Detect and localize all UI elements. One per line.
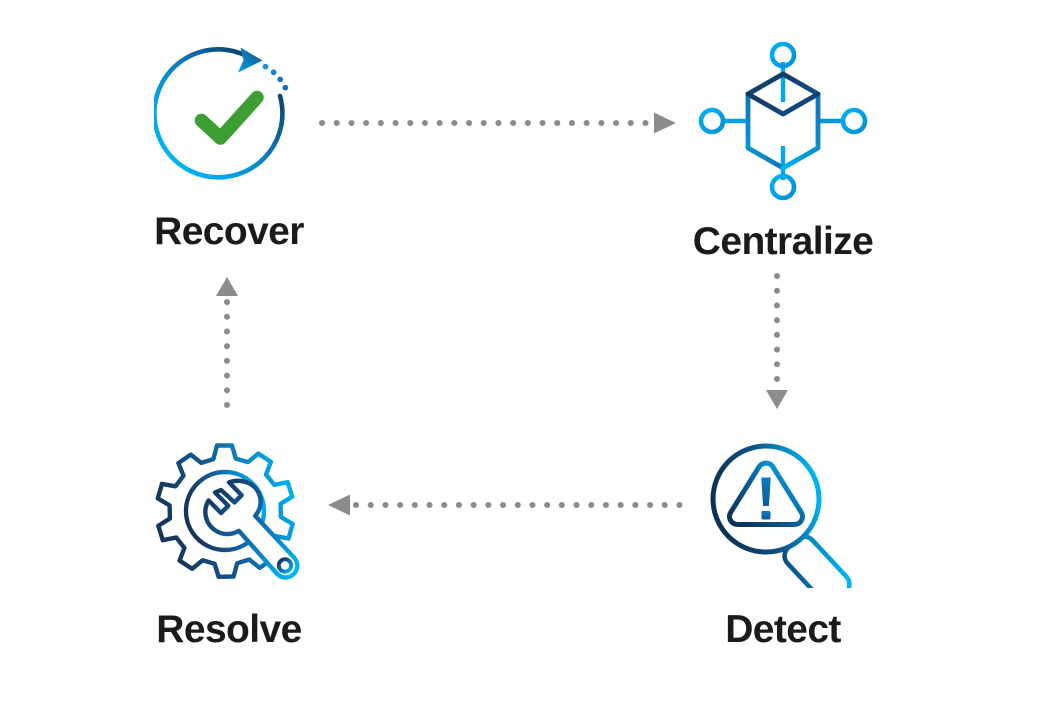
diagram-node-centralize[interactable]: Centralize bbox=[678, 41, 888, 263]
circular-arrow-checkmark-icon bbox=[152, 42, 304, 192]
diagram-node-detect[interactable]: Detect bbox=[678, 438, 888, 649]
connector-detect-to-resolve bbox=[318, 490, 686, 520]
diagram-node-resolve[interactable]: Resolve bbox=[124, 438, 334, 649]
magnifier-warning-icon bbox=[703, 438, 863, 606]
connector-centralize-to-detect bbox=[762, 272, 792, 412]
node-label-detect: Detect bbox=[725, 608, 841, 651]
node-label-resolve: Resolve bbox=[156, 608, 302, 651]
network-cube-nodes-icon bbox=[695, 41, 871, 202]
gear-wrench-icon bbox=[149, 438, 309, 588]
connector-resolve-to-recover bbox=[212, 272, 242, 414]
diagram-node-recover[interactable]: Recover bbox=[124, 42, 334, 251]
connector-recover-to-centralize bbox=[318, 108, 680, 138]
node-label-recover: Recover bbox=[154, 210, 304, 253]
node-label-centralize: Centralize bbox=[692, 220, 874, 263]
